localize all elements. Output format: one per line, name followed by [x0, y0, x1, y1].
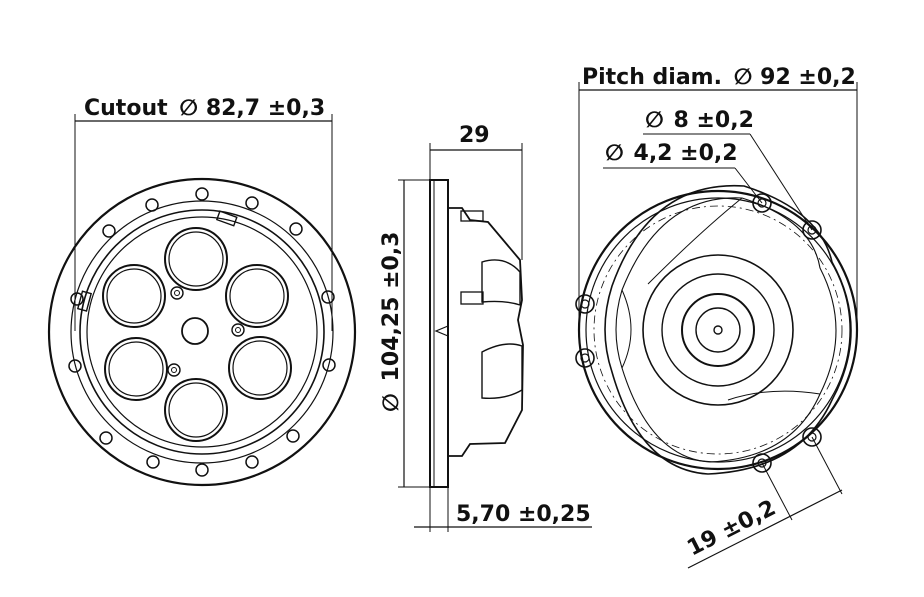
hole-large-value: 8 ±0,2	[674, 108, 754, 133]
screw	[231, 323, 245, 337]
hole-large-symbol: ∅	[645, 108, 664, 133]
hole-small-value: 4,2 ±0,2	[634, 141, 738, 166]
port	[104, 337, 168, 401]
svg-text:∅ 8 ±0,2: ∅ 8 ±0,2	[645, 108, 754, 133]
rear-basket-lobe-outer	[604, 184, 852, 475]
hole-small-symbol: ∅	[605, 141, 624, 166]
rear-vent-hole	[713, 325, 723, 335]
side-view: 29 ∅ 104,25 ±0,3 5,70 ±0,25	[379, 123, 592, 532]
flange-hole	[99, 431, 113, 445]
port	[164, 378, 228, 442]
flange-hole	[289, 222, 303, 236]
spacing-ext-b	[811, 436, 843, 495]
flange-hole	[322, 358, 336, 372]
rear-mounting-hole	[752, 453, 772, 473]
front-view: Cutout ∅ 82,7 ±0,3	[47, 96, 357, 487]
front-flange-holes	[68, 187, 336, 477]
port	[102, 264, 166, 328]
cutout-diameter-symbol: ∅	[179, 96, 198, 121]
svg-text:Cutout ∅ 82,7 ±0,3: Cutout ∅ 82,7 ±0,3	[84, 96, 325, 121]
rear-magnet-outer	[642, 254, 794, 406]
rear-magnet-ring	[661, 273, 775, 387]
screw	[170, 286, 184, 300]
front-terminal-left	[76, 290, 93, 312]
rear-basket-lobe-inner	[615, 197, 837, 463]
rear-basket-arc-3	[621, 289, 632, 369]
port	[225, 264, 289, 328]
hole-small-leader	[734, 167, 763, 204]
side-terminal-mid	[460, 291, 484, 305]
front-terminal-top	[215, 210, 238, 227]
side-body	[447, 207, 524, 457]
flange-hole	[68, 359, 82, 373]
cutout-label: Cutout	[84, 96, 168, 121]
svg-text:∅ 4,2 ±0,2: ∅ 4,2 ±0,2	[605, 141, 738, 166]
pitch-diameter-symbol: ∅	[734, 65, 753, 90]
side-terminal-top	[460, 210, 484, 222]
pitch-label: Pitch diam.	[582, 65, 722, 90]
rear-mounting-hole	[575, 348, 595, 368]
flange-hole	[145, 198, 159, 212]
front-flange-inner	[70, 200, 334, 464]
rear-mounting-hole	[802, 220, 822, 240]
front-body-inner	[86, 216, 318, 448]
hole-large-leader	[749, 133, 813, 231]
flange-hole	[70, 292, 84, 306]
rear-basket-arc-2	[727, 390, 821, 401]
svg-text:∅ 104,25 ±0,3: ∅ 104,25 ±0,3	[379, 232, 404, 412]
cutout-value: 82,7 ±0,3	[206, 96, 325, 121]
spacing-ext-a	[761, 462, 793, 521]
spacing-dim-line	[687, 489, 843, 569]
flange-diam-value: 104,25 ±0,3	[379, 232, 404, 382]
rear-inner	[585, 197, 851, 463]
flange-hole	[102, 224, 116, 238]
side-center-tip	[434, 325, 449, 337]
depth-value: 29	[459, 123, 490, 148]
flange-hole	[321, 290, 335, 304]
front-center-pole	[181, 317, 209, 345]
port	[228, 336, 292, 400]
screw	[167, 363, 181, 377]
flange-hole	[245, 455, 259, 469]
flange-hole	[146, 455, 160, 469]
flange-hole	[195, 463, 209, 477]
rear-pole-outer	[681, 293, 755, 367]
side-flange	[429, 179, 449, 488]
rear-pole-inner	[695, 307, 741, 353]
thickness-value: 5,70 ±0,25	[456, 502, 591, 527]
front-flange-outer	[47, 177, 357, 487]
rear-mounting-hole	[752, 193, 772, 213]
pitch-circle	[593, 205, 843, 455]
flange-hole	[245, 196, 259, 210]
rear-mounting-hole	[575, 294, 595, 314]
flange-hole	[195, 187, 209, 201]
port	[164, 227, 228, 291]
pitch-value: 92 ±0,2	[760, 65, 856, 90]
rear-mounting-hole	[802, 427, 822, 447]
side-port-upper	[481, 259, 521, 306]
flange-diam-symbol: ∅	[379, 393, 404, 412]
front-body-ring	[79, 209, 325, 455]
svg-text:Pitch diam. ∅ 92 ±: Pitch diam. ∅ 92 ±0,2	[582, 65, 856, 90]
rear-view: Pitch diam. ∅ 92 ±0,2 ∅ 8 ±0,2 ∅ 4,2 ±0,…	[575, 65, 859, 569]
side-port-lower	[481, 343, 523, 400]
rear-basket-arc-1	[647, 197, 743, 285]
front-ports	[102, 227, 292, 442]
flange-hole	[286, 429, 300, 443]
